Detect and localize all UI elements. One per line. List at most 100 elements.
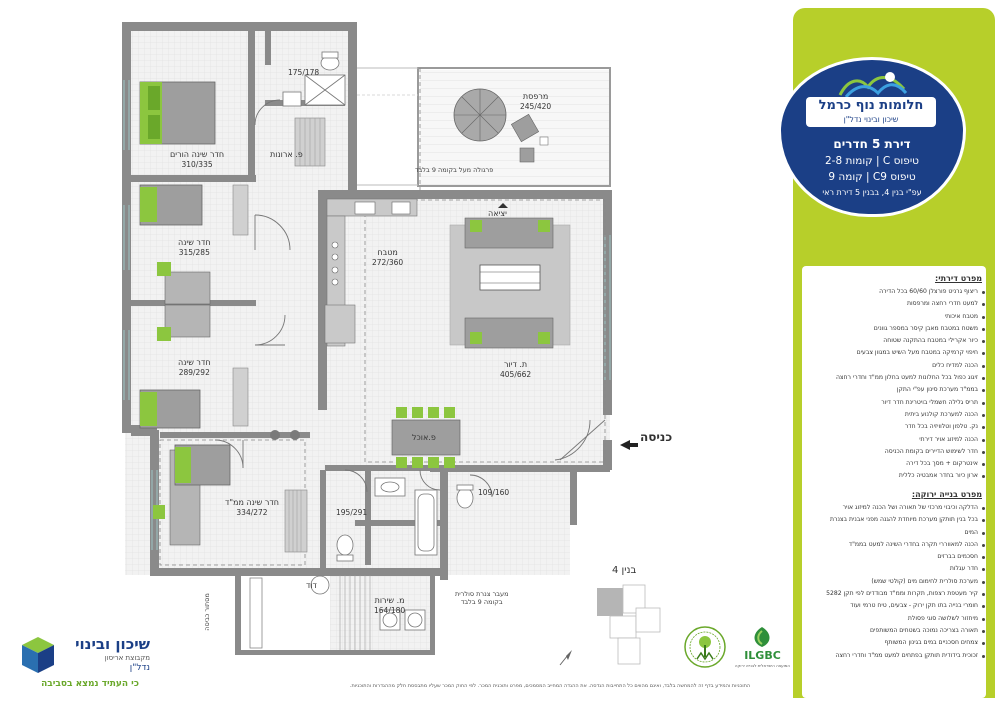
bullet-icon xyxy=(982,593,985,597)
company-logo: שיכון ובינוי מקבוצת אריסון נדל"ן כי העתי… xyxy=(20,635,220,695)
spec-item: משטח במטבח מאבן קיסר במספר גוונים xyxy=(810,323,986,335)
spec-item: מערכת סולרית לחימום מים (קולטי שמש) xyxy=(810,576,986,588)
spec-item: חדר עגלות xyxy=(810,563,986,575)
entrance-label: כניסה xyxy=(640,430,673,444)
bullet-icon xyxy=(982,556,985,560)
spec-item-text: למעט חדרי רחצה ומרפסות xyxy=(907,300,978,308)
bullet-icon xyxy=(982,426,985,430)
spec-item: הדלקה וכיבוי מרכזי של תאורה ושל הכנה למי… xyxy=(810,502,986,514)
room-size: 289/292 xyxy=(178,368,210,377)
room-name: חדר שינה ממ"ד xyxy=(225,498,279,507)
bullet-icon xyxy=(982,629,985,633)
spec-item-text: חומרי בנייה בתו תקן ירוק - צבעים, טיח טר… xyxy=(850,602,978,610)
keyplan-label: בנין 4 xyxy=(612,566,636,576)
spec-item-text: חסכמים בברזים xyxy=(937,553,978,561)
apartment-type-2: טיפוס C9 | קומה 9 xyxy=(828,171,916,183)
spec-item: כיור אקרילי במטבח בהתקנה שטוחה xyxy=(810,335,986,347)
bullet-icon xyxy=(982,568,985,572)
spec-item: חיפוי קרמיקה במטבח מעל השיש במגוון צבעים xyxy=(810,347,986,359)
bullet-icon xyxy=(982,617,985,621)
spec-item: ארון כיור בחדר אמבטיה כללית xyxy=(810,470,986,482)
solar-note-line2: בקומה 9 בלבד xyxy=(460,598,503,606)
floor-plan-drawing xyxy=(122,22,661,666)
room-size: 405/662 xyxy=(500,370,532,379)
bedroom2-label: חדר שינה 315/285 xyxy=(178,238,211,258)
spec-item-text: הכנה למאווררי תקרה בחדרי השינה למעט בממ"… xyxy=(848,540,978,548)
company-name: שיכון ובינוי xyxy=(75,635,150,653)
master-bath-label: 175/178 xyxy=(288,68,319,78)
laundry-cover-note: מסתור כביסה xyxy=(202,593,211,631)
spec-item: תריס גלילה חשמלי בויטרינת חדר דיור xyxy=(810,397,986,409)
room-size: 109/160 xyxy=(478,488,510,497)
cube-logo-icon xyxy=(22,637,54,673)
room-name: כניסה xyxy=(640,430,673,444)
spec-item-text: ארון כיור בחדר אמבטיה כללית xyxy=(898,472,978,480)
solar-note-line1: מעבר צנרת סולרית xyxy=(455,590,509,598)
spec-item: מטבח איכותי xyxy=(810,311,986,323)
spec-item: הכנה למדיח כלים xyxy=(810,360,986,372)
project-badge: חלומות נוף כרמל שיכון ובינוי נדל"ן דירת … xyxy=(778,57,966,217)
spec-item-text: זכוכית בידודית תותקן בפתחים למעט ממ"ד וח… xyxy=(835,651,978,659)
spec-item-text: הכנה למדיח כלים xyxy=(932,361,978,369)
spec-item: חומרי בנייה בתו תקן ירוק - צבעים, טיח טר… xyxy=(810,600,986,612)
apartment-type-3: עפ"י בנין 4, בבנין 5 דירת ראי xyxy=(822,188,922,197)
bullet-icon xyxy=(982,291,985,294)
bullet-icon xyxy=(982,340,985,344)
spec-item: הכנה למערכת קולנוע ביתית xyxy=(810,409,986,421)
room-name: פ.אוכל xyxy=(412,433,436,442)
bullet-icon xyxy=(982,507,985,510)
spec-item-text: חיפוי קרמיקה במטבח מעל השיש במגוון צבעים xyxy=(856,349,978,357)
spec-item-text: קיר מעטפת רצפות, תקרות וממ"ד מבודדים לפי… xyxy=(826,590,978,598)
room-name: מ. שירות xyxy=(374,596,405,605)
bullet-icon xyxy=(982,327,985,331)
spec-item-text: מערכת סולרית לחימום מים (קולטי שמש) xyxy=(871,577,978,585)
spec-item: ריצוף גרניט פורצלן 60/60 בכל הדירה xyxy=(810,286,986,298)
room-name: ת. דיור xyxy=(503,360,528,369)
room-name: חדר שינה xyxy=(178,238,211,247)
floor-plan: חדר שינה הורים 310/335 175/178 פ. ארונות… xyxy=(122,22,673,666)
ilgbc-title: ILGBC xyxy=(744,649,781,662)
room-name: מטבח xyxy=(377,248,398,257)
keyplan-diagram xyxy=(559,584,661,666)
spec-item-text: תריס גלילה חשמלי בויטרינת חדר דיור xyxy=(881,398,978,406)
spec-item-text: בממ"ד מערכת סינון עפ"י התקן xyxy=(896,386,978,394)
apartment-type-1: טיפוס C | קומות 2-8 xyxy=(825,155,919,167)
solar-pipe-note: מעבר צנרת סולרית בקומה 9 בלבד xyxy=(455,590,509,606)
ilgbc-logo: ILGBC המועצה הישראלית לבנייה ירוקה xyxy=(735,625,790,680)
service-balcony-label: מ. שירות 164/180 xyxy=(374,596,405,616)
bullet-icon xyxy=(982,531,985,535)
green-spec-title: מפרט בנייה ירוקה: xyxy=(911,490,982,499)
spec-item-text: כיור אקרילי במטבח בהתקנה שטוחה xyxy=(883,337,978,345)
spec-item: חסכמים בברזים xyxy=(810,551,986,563)
room-name: חדר שינה הורים xyxy=(170,150,225,159)
bullet-icon xyxy=(982,364,985,368)
apartment-title: דירת 5 חדרים xyxy=(833,137,911,151)
bullet-icon xyxy=(982,377,985,381)
green-building-seal-icon xyxy=(683,625,728,680)
room-name: פ. ארונות xyxy=(270,150,303,159)
bullet-icon xyxy=(982,401,985,405)
dining-label: פ.אוכל xyxy=(412,433,436,443)
guest-wc-label: 109/160 xyxy=(478,488,509,498)
spec-item: נק. טלפון וטלוויזיה בכל חדר xyxy=(810,421,986,433)
living-furniture xyxy=(449,217,571,349)
spec-item-text: אינטרקום + מסך בכל דירה xyxy=(906,460,978,468)
room-name: מרפסת xyxy=(522,92,549,101)
spec-item: המים xyxy=(810,527,986,539)
spec-title: מפרט דירתי: xyxy=(935,274,982,283)
dining-table-icon xyxy=(391,407,461,468)
bedroom3-label: חדר שינה 289/292 xyxy=(178,358,211,378)
living-label: ת. דיור 405/662 xyxy=(500,360,531,380)
spec-item: מיחזור לשלושה סוגי פסולת xyxy=(810,613,986,625)
bullet-icon xyxy=(982,413,985,417)
spec-item-text: בכל בנין תותקן מערכת מיוחדת להגנה מפני א… xyxy=(830,516,978,524)
spec-item-text: חדר לשימוש הדיירים בקומת הכניסה xyxy=(884,447,978,455)
master-bed-icon xyxy=(139,81,216,145)
bullet-icon xyxy=(982,463,985,467)
building-name: בנין 4 xyxy=(612,565,637,576)
master-bedroom-label: חדר שינה הורים 310/335 xyxy=(170,150,224,170)
closets-label: פ. ארונות xyxy=(270,150,303,160)
bullet-icon xyxy=(982,352,985,356)
spec-item: זכוכית בידודית תותקן בפתחים למעט ממ"ד וח… xyxy=(810,650,986,662)
spec-item: הכנה למיזוג אויר דירתי xyxy=(810,434,986,446)
